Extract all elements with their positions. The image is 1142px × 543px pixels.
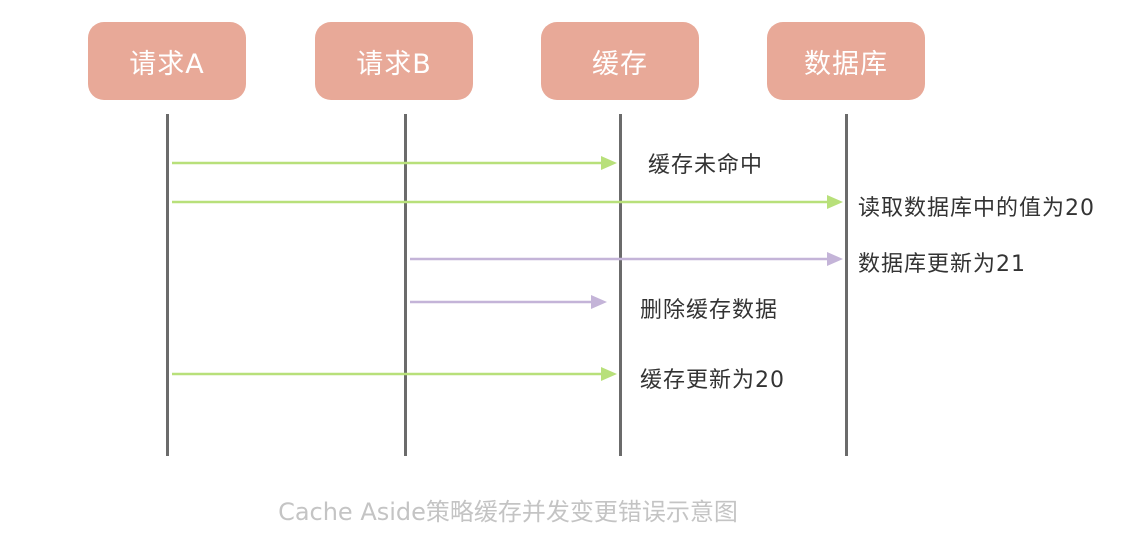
actor-database: 数据库: [767, 22, 925, 100]
message-label-cache-miss: 缓存未命中: [648, 153, 764, 178]
message-arrow-2: [172, 195, 843, 209]
message-label-db-update: 数据库更新为21: [858, 252, 1026, 277]
lifeline-request-a: [166, 114, 169, 456]
diagram-caption: Cache Aside策略缓存并发变更错误示意图: [278, 498, 738, 526]
message-label-delete-cache: 删除缓存数据: [640, 298, 779, 323]
message-arrow-1: [172, 156, 617, 170]
actor-request-a: 请求A: [88, 22, 246, 100]
actor-cache: 缓存: [541, 22, 699, 100]
lifeline-request-b: [404, 114, 407, 456]
message-arrow-4: [410, 295, 607, 309]
lifeline-database: [845, 114, 848, 456]
message-label-read-db: 读取数据库中的值为20: [858, 196, 1095, 221]
actor-request-b: 请求B: [315, 22, 473, 100]
lifeline-cache: [619, 114, 622, 456]
message-label-cache-update: 缓存更新为20: [640, 368, 785, 393]
message-arrow-3: [410, 252, 843, 266]
message-arrow-5: [172, 367, 617, 381]
